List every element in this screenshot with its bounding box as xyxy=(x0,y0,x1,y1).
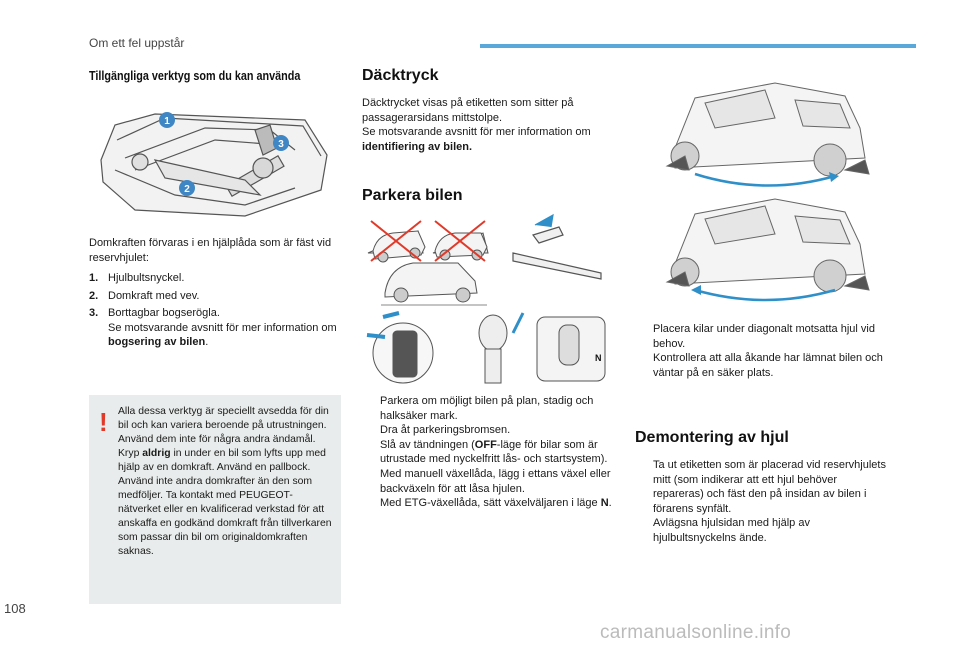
tire-pressure-heading: Däcktryck xyxy=(362,67,439,84)
warning-paragraph: Kryp aldrig in under en bil som lyfts up… xyxy=(118,448,326,473)
park-step: Med ETG-växellåda, sätt växelväljaren i … xyxy=(380,497,612,510)
remove-wheel-heading: Demontering av hjul xyxy=(635,429,789,446)
chock-list: Placera kilar under diagonalt motsatta h… xyxy=(635,322,887,380)
running-header: Om ett fel uppstår xyxy=(89,36,185,50)
jack-toolbox-illustration: 1 2 3 xyxy=(100,112,328,217)
header-accent-bar xyxy=(480,44,916,48)
park-step: Med manuell växellåda, lägg i ettans väx… xyxy=(380,467,611,495)
park-step: Slå av tändningen (OFF-läge för bilar so… xyxy=(380,438,608,466)
callout-label: 2 xyxy=(184,184,190,195)
tools-list: 1.Hjulbultsnyckel. 2.Domkraft med vev. 3… xyxy=(89,271,341,353)
park-step: Parkera om möjligt bilen på plan, stadig… xyxy=(380,395,594,422)
warning-icon: ! xyxy=(99,407,108,437)
callout-1 xyxy=(159,112,175,128)
callout-label: 3 xyxy=(278,139,284,150)
warning-box: ! Alla dessa verktyg är speciellt avsedd… xyxy=(89,395,341,604)
tools-heading: Tillgängliga verktyg som du kan använda xyxy=(89,68,301,83)
callout-label: 1 xyxy=(164,116,170,127)
callout-markers: 1 2 3 xyxy=(159,112,289,196)
park-heading: Parkera bilen xyxy=(362,187,463,204)
callout-3 xyxy=(273,135,289,151)
tools-item: 2.Domkraft med vev. xyxy=(89,289,200,302)
remove-wheel-list: Ta ut etiketten som är placerad vid rese… xyxy=(635,458,887,546)
chock-step: Placera kilar under diagonalt motsatta h… xyxy=(653,323,875,350)
tools-intro: Domkraften förvaras i en hjälplåda som ä… xyxy=(89,237,332,264)
tire-pressure-text: Däcktrycket visas på etiketten som sitte… xyxy=(362,97,591,153)
callout-2 xyxy=(179,180,195,196)
watermark: carmanualsonline.info xyxy=(600,622,792,643)
park-steps-list: Parkera om möjligt bilen på plan, stadig… xyxy=(362,394,614,511)
park-step: Dra åt parkeringsbromsen. xyxy=(380,424,511,437)
wheel-chocks-illustration xyxy=(665,82,870,302)
tools-item: 1.Hjulbultsnyckel. xyxy=(89,272,185,284)
warning-paragraph: Använd inte andra domkrafter än den som … xyxy=(118,476,332,557)
page-number: 108 xyxy=(4,601,26,616)
chock-step: Kontrollera att alla åkande har lämnat b… xyxy=(653,352,883,379)
warning-paragraph: Alla dessa verktyg är speciellt avsedda … xyxy=(118,406,329,445)
remove-step: Ta ut etiketten som är placerad vid rese… xyxy=(653,459,886,515)
remove-step: Avlägsna hjulsidan med hjälp av hjulbult… xyxy=(653,517,810,544)
tools-item: 3.Borttagbar bogserögla. Se motsvarande … xyxy=(89,307,337,349)
gear-n-label: N xyxy=(595,353,602,363)
park-illustrations: N xyxy=(366,213,606,384)
